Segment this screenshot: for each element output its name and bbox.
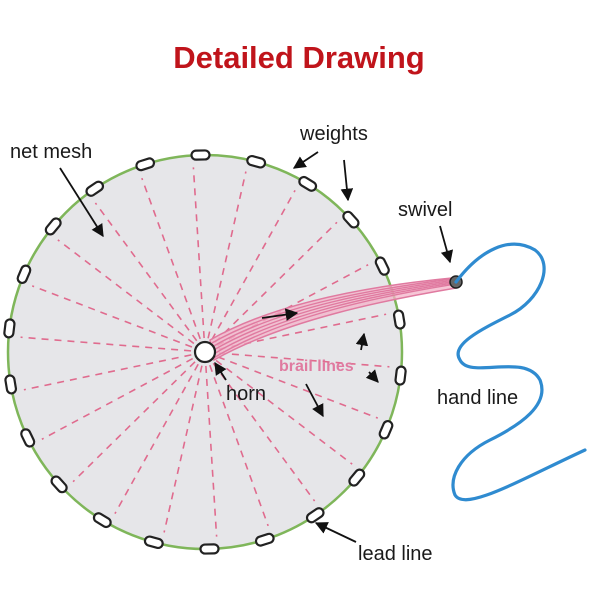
mesh-line <box>207 171 247 339</box>
mesh-line <box>114 363 199 514</box>
weights-group <box>3 149 407 555</box>
horn-arrow <box>214 361 227 381</box>
weight-icon <box>135 157 156 172</box>
mesh-line <box>215 359 353 465</box>
label-weights: weights <box>299 123 368 145</box>
weight-icon <box>392 309 406 330</box>
mesh-line <box>217 356 379 419</box>
weights-arrow-left <box>292 151 319 169</box>
brail-arrow-up <box>355 332 369 351</box>
mesh-line <box>209 364 269 527</box>
brail-strand <box>211 279 453 348</box>
mesh-line <box>212 362 316 502</box>
weight-icon <box>348 468 366 487</box>
mesh-line <box>214 221 338 343</box>
mesh-line <box>205 365 218 537</box>
net-mesh-arrow <box>59 167 104 238</box>
brail-strand <box>211 278 453 344</box>
weight-icon <box>190 149 211 161</box>
weight-icon <box>85 180 105 197</box>
brail-arrow-down <box>305 383 324 418</box>
mesh-line <box>163 365 203 533</box>
label-net-mesh: net mesh <box>10 141 92 163</box>
lead-line-arrow <box>314 522 357 543</box>
weight-icon <box>374 256 390 276</box>
mesh-line <box>94 202 198 342</box>
weight-icon <box>342 210 360 229</box>
mesh-line <box>31 285 193 348</box>
label-brail-lines: brail lines <box>279 358 354 375</box>
mesh-line <box>41 357 194 440</box>
weight-icon <box>254 532 275 547</box>
horn-ring <box>193 340 217 364</box>
brail-strand <box>211 282 453 356</box>
mesh-line <box>20 336 192 352</box>
page-title: Detailed Drawing <box>173 40 425 75</box>
weight-icon <box>143 535 164 550</box>
mesh-line <box>218 352 390 368</box>
weight-icon <box>378 419 394 440</box>
weight-icon <box>305 507 325 524</box>
mesh-line <box>57 239 195 345</box>
weight-icon <box>298 175 318 192</box>
mesh-line <box>141 177 201 340</box>
weight-icon <box>246 154 267 169</box>
weight-icon <box>199 543 220 555</box>
label-hand-line: hand line <box>437 387 518 409</box>
label-swivel: swivel <box>398 199 452 221</box>
annotation-arrows <box>59 151 454 543</box>
label-horn: horn <box>226 383 266 405</box>
weight-icon <box>394 365 407 386</box>
mesh-line <box>23 354 192 391</box>
mesh-inner-arrow <box>261 308 299 321</box>
brail-strand <box>211 281 453 352</box>
weight-icon <box>92 512 112 529</box>
brail-arrow-right <box>365 369 379 383</box>
weight-icon <box>4 374 18 395</box>
brail-strand <box>211 283 453 360</box>
hand-line-rope <box>451 242 587 502</box>
weight-icon <box>16 264 32 285</box>
weight-icon <box>50 475 68 494</box>
mesh-line <box>211 190 296 341</box>
swivel-arrow <box>439 225 454 264</box>
mesh-line <box>192 167 205 339</box>
weight-icon <box>3 318 16 339</box>
label-lead-line: lead line <box>358 543 433 565</box>
mesh-line <box>72 361 196 483</box>
brail-line-strands <box>211 278 453 360</box>
weight-icon <box>20 428 36 448</box>
weight-icon <box>44 217 62 236</box>
weights-arrow-right <box>340 159 354 202</box>
